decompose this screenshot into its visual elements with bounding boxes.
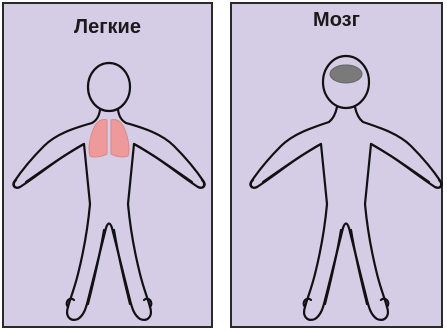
lungs-icon (89, 119, 129, 157)
brain-panel: Мозг (230, 2, 443, 328)
body-outline (13, 63, 204, 320)
lungs-panel: Легкие (2, 2, 213, 328)
brain-icon (330, 65, 362, 83)
body-outline (250, 56, 441, 320)
body-figure-brain (232, 4, 445, 330)
body-figure-lungs (4, 4, 215, 330)
